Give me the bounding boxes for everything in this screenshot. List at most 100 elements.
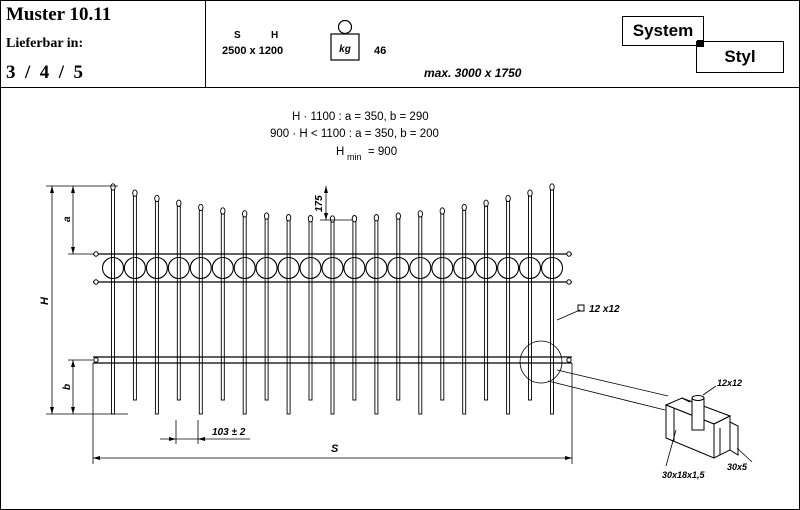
lieferbar-values: 3 / 4 / 5 bbox=[6, 62, 84, 83]
picket-tip bbox=[154, 194, 160, 203]
picket-tip bbox=[505, 194, 511, 203]
drawing-title: Muster 10.11 bbox=[6, 4, 112, 25]
bar-profile-marker bbox=[577, 304, 585, 312]
fence-picket bbox=[484, 203, 489, 401]
decor-ring bbox=[475, 256, 498, 280]
rule-line-3-sub: min bbox=[347, 152, 362, 162]
decor-ring bbox=[167, 256, 190, 280]
decor-ring bbox=[540, 256, 564, 280]
dim-s-label: S bbox=[331, 443, 339, 455]
picket-tip bbox=[198, 203, 204, 212]
dim-spacing-label: 103 ± 2 bbox=[212, 427, 246, 438]
fence-picket bbox=[154, 199, 159, 415]
fence-picket bbox=[528, 193, 532, 401]
picket-tip bbox=[527, 189, 533, 197]
fence-panel bbox=[101, 183, 564, 415]
column-h-label: H bbox=[271, 30, 279, 41]
dim-a-label: a bbox=[62, 216, 73, 222]
decor-ring bbox=[497, 256, 520, 280]
rule-line-3-prefix: H bbox=[336, 146, 344, 158]
fence-picket bbox=[220, 211, 225, 401]
max-size: max. 3000 x 1750 bbox=[424, 66, 522, 80]
decor-ring bbox=[123, 256, 146, 280]
rule-line-2: 900 · H < 1100 : a = 350, b = 200 bbox=[270, 128, 439, 140]
brand-system-box: System bbox=[622, 16, 704, 46]
picket-tip bbox=[263, 212, 270, 220]
weight-icon: kg bbox=[330, 19, 360, 61]
detail-top-leader bbox=[702, 385, 717, 396]
decor-ring bbox=[518, 256, 542, 280]
rule-line-1: H · 1100 : a = 350, b = 290 bbox=[292, 111, 429, 123]
dimensions-value: 2500 x 1200 bbox=[222, 45, 284, 57]
fence-picket bbox=[198, 208, 203, 415]
lieferbar-label: Lieferbar in: bbox=[6, 36, 84, 51]
decor-ring bbox=[343, 256, 366, 280]
picket-tip bbox=[461, 203, 467, 212]
column-s-label: S bbox=[234, 30, 241, 41]
fence-picket bbox=[418, 214, 423, 415]
decor-ring bbox=[277, 256, 300, 280]
fence-picket bbox=[352, 219, 357, 401]
picket-tip bbox=[329, 215, 336, 223]
fence-drawing: H · 1100 : a = 350, b = 290 900 · H < 11… bbox=[39, 111, 753, 480]
picket-tip bbox=[110, 183, 116, 191]
picket-tip bbox=[439, 207, 445, 215]
weight-value: 46 bbox=[374, 45, 387, 57]
picket-tip bbox=[176, 199, 182, 207]
bar-profile-label: 12 x12 bbox=[589, 304, 620, 315]
decor-ring bbox=[189, 256, 212, 280]
decor-ring bbox=[145, 256, 168, 280]
picket-tip bbox=[307, 215, 314, 223]
fence-picket bbox=[440, 211, 445, 401]
brand-system-text: System bbox=[632, 21, 694, 40]
decor-ring bbox=[321, 256, 344, 280]
picket-tip bbox=[351, 215, 358, 223]
bar-profile-leader bbox=[556, 309, 581, 321]
fence-picket bbox=[242, 214, 247, 415]
decor-ring bbox=[409, 256, 432, 280]
weight-icon-label: kg bbox=[339, 44, 351, 55]
fence-picket bbox=[396, 216, 401, 401]
decor-ring bbox=[365, 256, 388, 280]
fence-picket bbox=[264, 216, 269, 401]
picket-tip bbox=[549, 183, 555, 191]
dim-175-label: 175 bbox=[314, 195, 325, 212]
brand-styl-box: Styl bbox=[696, 41, 784, 73]
picket-tip bbox=[220, 207, 226, 215]
picket-tip bbox=[132, 189, 138, 197]
picket-tip bbox=[242, 210, 248, 218]
fence-picket bbox=[308, 219, 313, 401]
fence-picket bbox=[176, 203, 181, 401]
detail-left-leader bbox=[665, 429, 677, 467]
detail-circle bbox=[519, 340, 563, 384]
fence-picket bbox=[330, 219, 335, 415]
picket-tip bbox=[483, 199, 489, 207]
picket-tip bbox=[373, 214, 380, 222]
decor-ring bbox=[453, 256, 476, 280]
picket-tip bbox=[285, 214, 292, 222]
dim-b-label: b bbox=[62, 384, 73, 390]
brand-square bbox=[697, 40, 704, 47]
decor-ring bbox=[101, 256, 125, 280]
decor-ring bbox=[299, 256, 322, 280]
detail-left-label: 30x18x1,5 bbox=[662, 470, 706, 480]
detail-right-leader bbox=[736, 447, 753, 463]
brand-styl-text: Styl bbox=[724, 47, 756, 66]
fence-picket bbox=[462, 208, 467, 415]
rule-line-3-suffix: = 900 bbox=[368, 146, 397, 158]
fence-picket bbox=[132, 193, 137, 401]
fence-picket bbox=[506, 199, 511, 415]
detail-leader-1 bbox=[556, 369, 669, 397]
fence-picket bbox=[374, 218, 379, 415]
decor-ring bbox=[233, 256, 256, 280]
rail-hole bbox=[566, 251, 572, 257]
joint-detail bbox=[664, 395, 739, 459]
detail-top-label: 12x12 bbox=[717, 378, 742, 388]
picket-tip bbox=[417, 210, 423, 218]
dim-h-label: H bbox=[39, 296, 51, 305]
rail-hole bbox=[93, 357, 99, 363]
fence-picket bbox=[111, 187, 115, 415]
rail-hole bbox=[566, 279, 572, 285]
rail-hole bbox=[93, 251, 99, 257]
detail-right-label: 30x5 bbox=[727, 462, 748, 472]
